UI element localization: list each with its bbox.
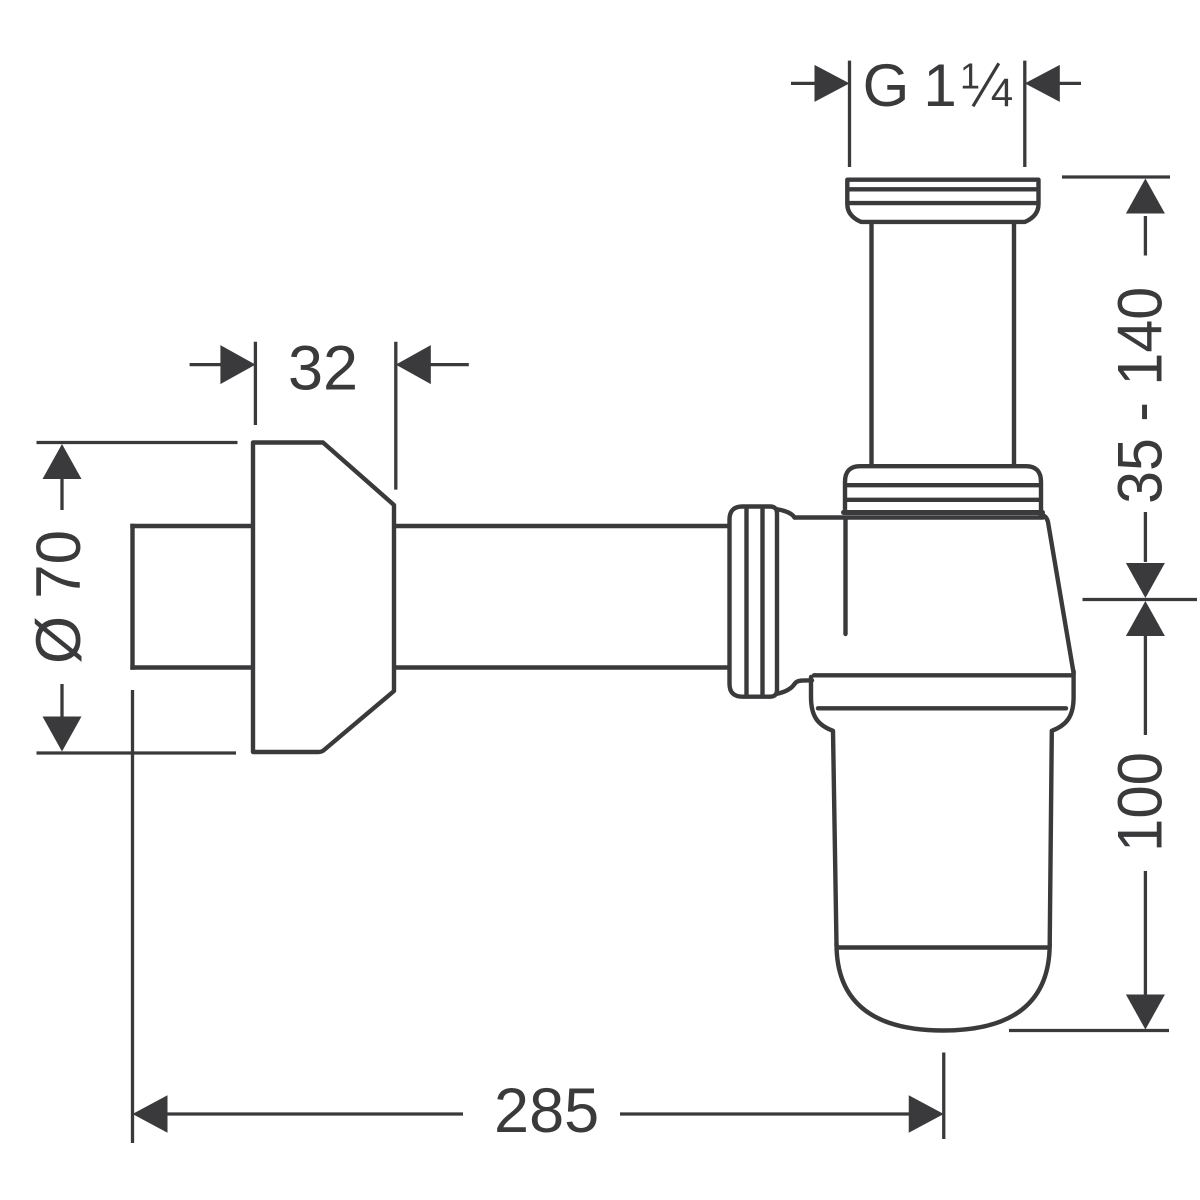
svg-text:4: 4 xyxy=(991,71,1013,115)
svg-text:285: 285 xyxy=(494,1076,599,1146)
svg-text:32: 32 xyxy=(288,334,358,404)
svg-text:100: 100 xyxy=(1106,752,1176,852)
svg-text:35 - 140: 35 - 140 xyxy=(1106,287,1176,504)
svg-text:1: 1 xyxy=(960,56,980,97)
svg-text:Ø 70: Ø 70 xyxy=(24,530,94,664)
svg-text:1: 1 xyxy=(923,52,956,119)
svg-text:G: G xyxy=(863,52,910,119)
